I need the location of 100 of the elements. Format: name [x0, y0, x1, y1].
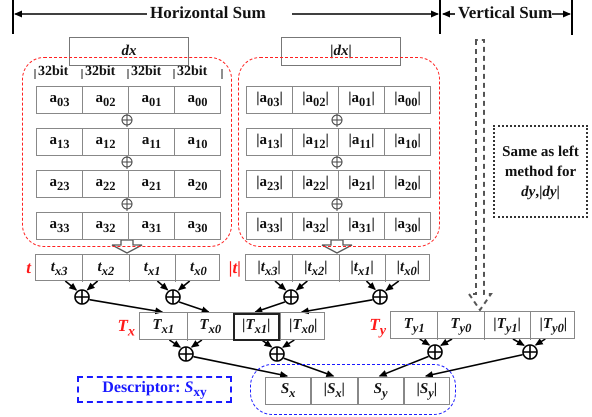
bit-width-label: 32bit: [131, 64, 162, 80]
cell-label: a$_{22}$: [96, 174, 116, 194]
descriptor-box: [77, 376, 232, 403]
register-cell: [246, 212, 293, 240]
register-cell: [36, 212, 83, 240]
cell-label: a$_{21}$: [142, 174, 162, 194]
arrow: [283, 358, 334, 377]
register-cell: [311, 377, 358, 405]
cell-label: |a$_{02}$|: [302, 90, 329, 110]
register-cell: [338, 212, 385, 240]
cell-label: |a$_{22}$|: [302, 174, 329, 194]
cell-label: |a$_{21}$|: [348, 174, 375, 194]
arrow: [378, 356, 429, 377]
cell-label: |a$_{20}$|: [394, 174, 421, 194]
arrow: [156, 280, 168, 290]
xor-circle: [269, 346, 285, 362]
section-heading: Vertical Sum: [458, 3, 552, 23]
arrow: [178, 301, 210, 314]
cell-label: T$_{x0}$: [199, 317, 222, 337]
note-box: [493, 125, 588, 218]
cell-label: T$_{y}$: [369, 315, 386, 340]
cell-label: |a$_{11}$|: [348, 132, 374, 152]
cell-label: a$_{23}$: [50, 174, 70, 194]
register-cell: [292, 86, 339, 114]
register-cell: [174, 128, 221, 156]
cell-label: t$_{x2}$: [98, 258, 114, 278]
register-cell: [292, 128, 339, 156]
register-cell: [174, 86, 221, 114]
arrow: [366, 280, 376, 290]
cell-label: a$_{12}$: [96, 132, 116, 152]
bit-width-label: 32bit: [38, 64, 68, 80]
cell-label: a$_{20}$: [188, 174, 208, 194]
cell-label: S$_{x}$: [280, 381, 296, 401]
register-cell: [82, 212, 129, 240]
register-cell: [82, 128, 129, 156]
arrow: [440, 338, 452, 346]
arrow: [296, 280, 308, 291]
cell-label: T$_{y1}$: [404, 316, 425, 336]
cell-label: a$_{32}$: [96, 216, 116, 236]
register-cell: [36, 86, 83, 114]
cell-label: |T$_{y0}$|: [540, 316, 568, 336]
note-text: Same as left method for dy,|dy|: [501, 142, 580, 202]
register-cell: [246, 86, 293, 114]
bit-width-label: 32bit: [85, 64, 116, 80]
bit-width-label: 32bit: [177, 64, 208, 80]
cell-label: T$_{y0}$: [450, 316, 472, 336]
register-cell: [36, 128, 83, 156]
xor-circle: [74, 289, 90, 305]
xor-circle: [283, 289, 299, 305]
register-cell: [82, 86, 129, 114]
cell-label: |T$_{y1}$|: [493, 316, 521, 336]
hollow-arrow: [321, 239, 353, 254]
cell-label: t: [26, 258, 31, 278]
arrow: [385, 280, 400, 291]
arrow: [193, 356, 288, 378]
arrow: [86, 280, 98, 290]
register-cell: [246, 170, 293, 198]
arrow: [168, 339, 182, 348]
cell-label: |t$_{x1}$|: [350, 258, 374, 278]
cell-label: |a$_{01}$|: [348, 90, 375, 110]
cell-label: |S$_{x}$|: [324, 381, 345, 401]
register-cell: [292, 170, 339, 198]
arrow: [254, 301, 286, 314]
input-box: [281, 37, 401, 66]
descriptor-label: Descriptor: S$_{xy}$: [102, 378, 207, 400]
arrow: [512, 338, 525, 346]
arrow: [261, 339, 272, 348]
xor-circle: [165, 289, 181, 305]
cell-label: t$_{x0}$: [190, 258, 207, 278]
arrow: [274, 280, 286, 291]
cell-label: |a$_{13}$|: [256, 132, 283, 152]
register-cell: [128, 212, 175, 240]
arrow: [300, 299, 373, 314]
xor-circle: [427, 344, 443, 360]
cell-label: |a$_{00}$|: [394, 90, 421, 110]
cell-label: |a$_{30}$|: [394, 216, 421, 236]
register-cell: [338, 170, 385, 198]
cell-label: |T$_{x0}$|: [289, 317, 318, 337]
cell-label: a$_{00}$: [188, 90, 208, 110]
cell-label: |S$_{y}$|: [416, 381, 438, 401]
register-cell: [128, 170, 175, 198]
register-cell: [338, 128, 385, 156]
cell-label: a$_{30}$: [188, 216, 208, 236]
cell-label: |a$_{32}$|: [302, 216, 329, 236]
cell-label: |t$_{x2}$|: [304, 258, 328, 278]
cell-label: a$_{10}$: [188, 132, 208, 152]
cell-label: t$_{x1}$: [144, 258, 160, 278]
cell-label: |t|: [228, 258, 241, 278]
cell-label: |t$_{x3}$|: [257, 258, 281, 278]
dashed-group-box: [238, 57, 440, 247]
input-label: |dx|: [330, 43, 352, 60]
section-heading: Horizontal Sum: [150, 3, 266, 23]
cell-label: |t$_{x0}$|: [396, 258, 420, 278]
dashed-group-box: [22, 57, 232, 247]
input-label: dx: [122, 43, 136, 60]
register-cell: [292, 212, 339, 240]
cell-label: |a$_{10}$|: [394, 132, 421, 152]
xor-circle: [522, 344, 538, 360]
arrow: [190, 339, 202, 348]
register-cell: [404, 377, 450, 405]
